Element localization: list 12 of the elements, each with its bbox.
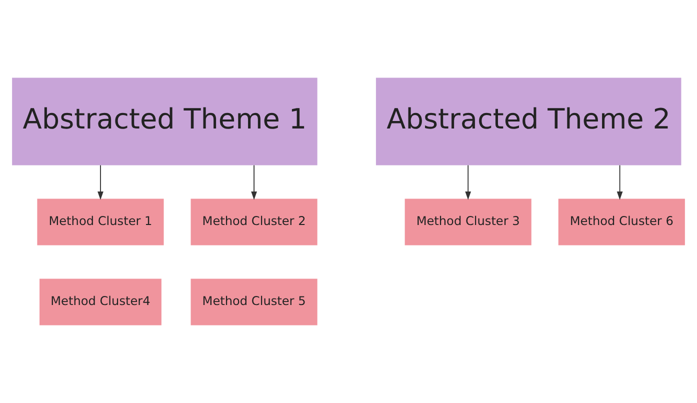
arrow [465, 164, 472, 200]
node-box: Abstracted Theme 1 [12, 78, 318, 166]
node-box: Method Cluster 1 [37, 198, 164, 246]
arrow [616, 164, 623, 200]
node-box: Method Cluster 2 [190, 198, 318, 246]
node-box: Method Cluster 5 [190, 278, 318, 326]
node-box: Method Cluster 6 [558, 198, 685, 246]
arrow [98, 164, 104, 200]
node-box: Abstracted Theme 2 [376, 78, 682, 166]
node-box: Method Cluster 3 [404, 198, 532, 246]
arrow [251, 164, 257, 200]
node-box: Method Cluster4 [40, 278, 162, 326]
